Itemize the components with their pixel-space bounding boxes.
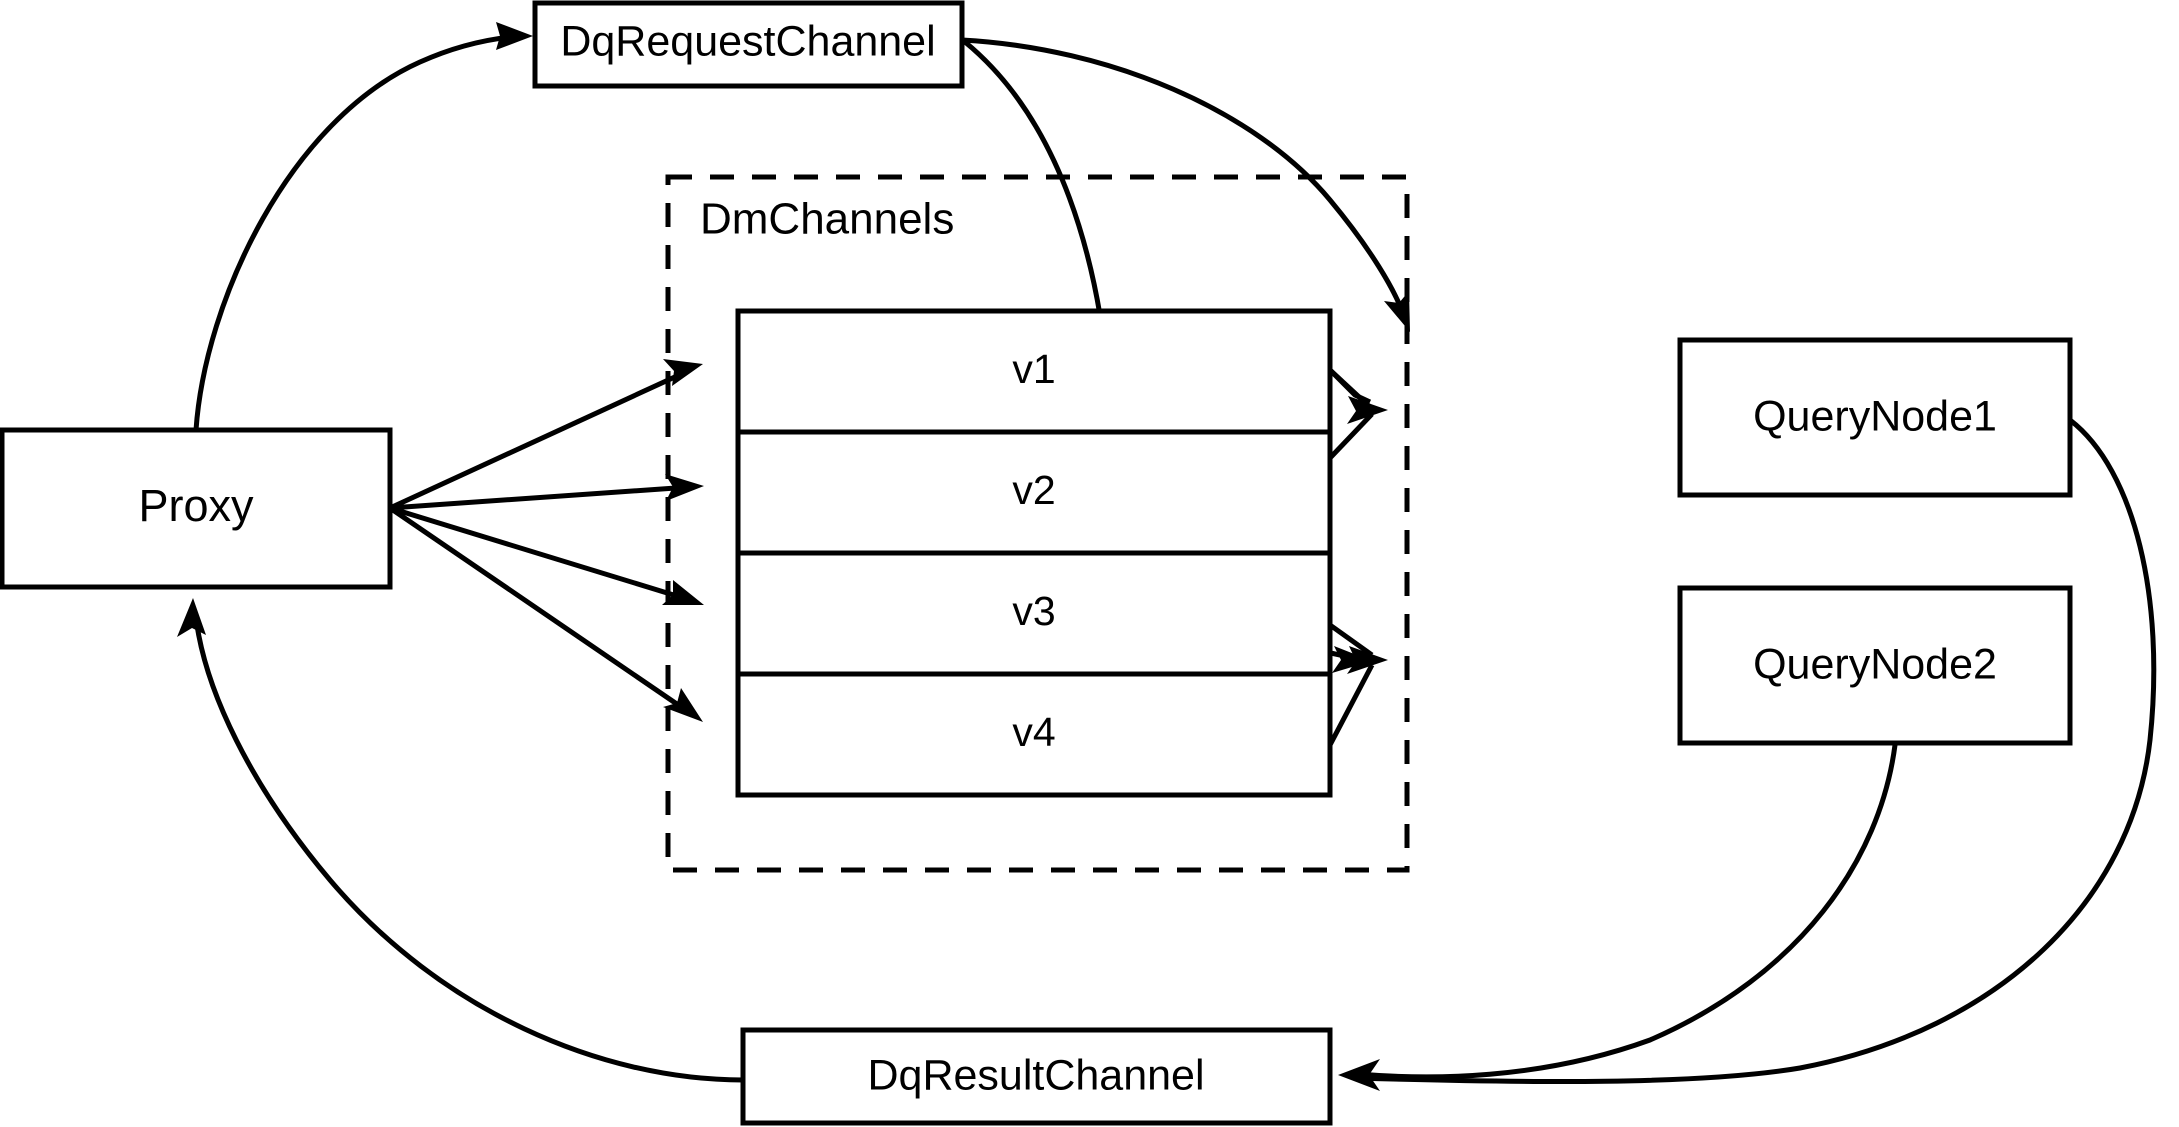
arrow-head-icon	[1347, 646, 1388, 674]
dq-result-channel-box[interactable]	[740, 1027, 1333, 1126]
edge-proxy-to-dq-request-channel	[193, 22, 533, 431]
query-node-1-label: QueryNode1	[1753, 392, 1997, 440]
arrow-head-icon	[1384, 291, 1410, 332]
arrow-head-icon	[663, 688, 703, 722]
edge-dq-result-channel-to-proxy	[177, 598, 744, 1083]
edge-dq-request-channel-to-query-node-1	[961, 37, 1410, 332]
arrow-head-icon	[1338, 1059, 1380, 1091]
arrow-head-icon	[1332, 646, 1372, 673]
dm-channels-group-label: DmChannels	[700, 195, 954, 244]
query-node-1-box[interactable]	[1677, 337, 2073, 498]
edge-query-node-1-to-dq-result-channel	[1354, 418, 2157, 1085]
dm-channel-label-v1: v1	[1012, 346, 1055, 392]
dm-channel-label-v2: v2	[1012, 467, 1055, 513]
query-node-2-box[interactable]	[1677, 585, 2073, 746]
edge-query-node-2-to-dq-result-channel	[1338, 744, 1898, 1091]
dm-channel-label-v3: v3	[1012, 588, 1055, 634]
dq-request-channel-box[interactable]	[532, 0, 965, 89]
edge-v3-to-query-node-2	[1328, 622, 1374, 658]
proxy-box[interactable]	[0, 427, 393, 590]
arrow-head-icon	[662, 580, 704, 605]
arrow-head-icon	[177, 598, 206, 637]
dq-result-channel-label: DqResultChannel	[867, 1051, 1204, 1099]
query-node-2-label: QueryNode2	[1753, 640, 1997, 688]
edge-v4-to-query-node-2	[1327, 646, 1388, 747]
arrow-head-icon	[663, 359, 703, 386]
edge-proxy-to-v1	[388, 359, 703, 511]
edge-proxy-to-v4	[388, 505, 703, 722]
arrow-head-icon	[496, 22, 533, 50]
arrow-head-icon	[665, 474, 704, 501]
edge-proxy-to-v3	[389, 505, 704, 605]
dm-channel-label-v4: v4	[1012, 709, 1055, 755]
edge-proxy-to-v2	[389, 474, 704, 511]
dq-request-channel-label: DqRequestChannel	[560, 17, 935, 65]
arrow-head-icon	[1347, 396, 1388, 424]
edge-v2-to-query-node-1	[1328, 396, 1388, 460]
proxy-label: Proxy	[138, 480, 254, 531]
